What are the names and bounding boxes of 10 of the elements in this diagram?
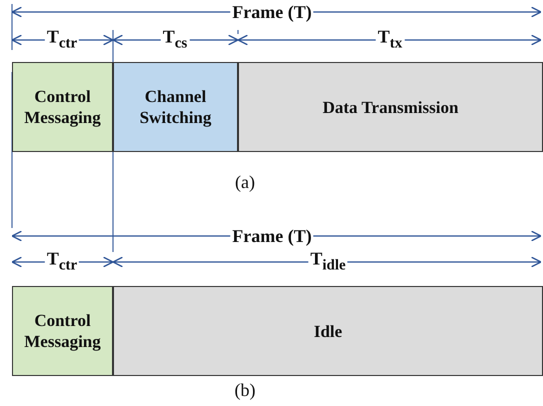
phase-label: Idle [314,320,342,342]
phase-box [12,62,113,152]
phase-box [113,286,543,376]
phase-box [113,62,238,152]
phase-label: Data Transmission [322,96,458,118]
phase-box [12,286,113,376]
phase-label: Control Messaging [23,310,102,352]
phase-box [238,62,543,152]
phase-label: Channel Switching [138,86,212,128]
phase-label: Control Messaging [23,86,102,128]
